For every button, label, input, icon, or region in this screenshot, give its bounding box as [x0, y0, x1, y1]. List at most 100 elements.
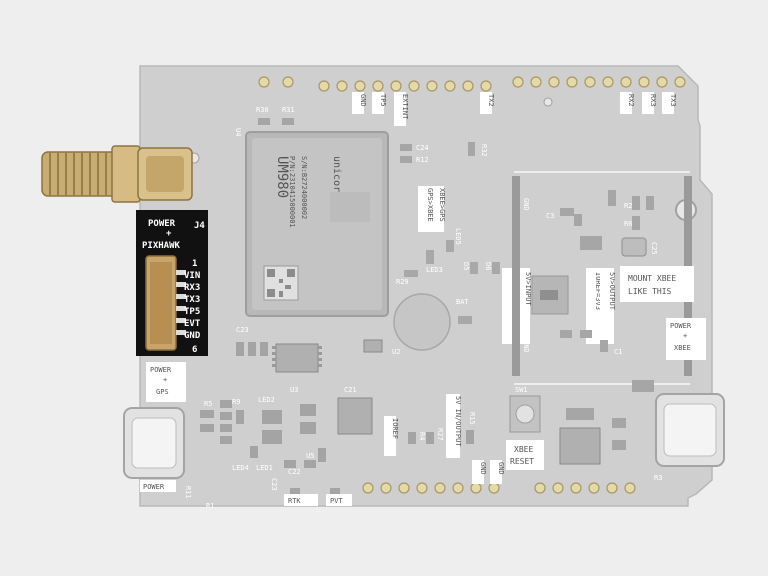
label-tp5-top: TP5	[379, 94, 387, 107]
refdes-d6: D6	[484, 262, 492, 270]
xbee-socket-outline	[514, 171, 690, 385]
pixhawk-title-plus: +	[166, 229, 172, 239]
refdes-u5: C21	[344, 386, 357, 394]
top-header-holes	[258, 76, 686, 92]
refdes-c24: C24	[416, 144, 429, 152]
refdes-r29: R29	[396, 278, 409, 286]
label-5v-input: 5V>INPUT	[524, 272, 532, 307]
refdes-led5: LED5	[454, 228, 462, 245]
refdes-u4: U4	[234, 128, 242, 136]
label-gps-xbee: GPS>XBEE	[426, 188, 434, 222]
refdes-r22: R5	[204, 400, 212, 408]
refdes-led7: R15	[468, 412, 476, 425]
refdes-u2: U3	[290, 386, 298, 394]
power-gps-label-box: POWER + GPS	[146, 362, 186, 402]
ic-u5	[337, 397, 373, 435]
label-tx3: TX3	[669, 94, 677, 107]
refdes-c6: R9	[232, 398, 240, 406]
label-mount-xbee: MOUNT XBEE	[628, 274, 676, 283]
label-power-xbee-3: XBEE	[674, 344, 691, 352]
label-pvt: PVT	[330, 497, 343, 505]
passives-bottom-mid	[408, 430, 474, 444]
pixhawk-ref: J4	[194, 221, 205, 231]
refdes-c2: R2	[624, 202, 632, 210]
refdes-r18: R27	[436, 428, 444, 441]
label-power-bottom: POWER	[143, 483, 165, 491]
label-ioref-bottom: IOREF	[391, 418, 399, 439]
small-components-top	[258, 118, 475, 163]
label-xbee-reset-2: RESET	[510, 457, 534, 466]
label-rtk: RTK	[288, 497, 301, 505]
ic-u1	[363, 339, 383, 353]
ic-u3	[272, 343, 322, 373]
refdes-r30: R30	[256, 106, 269, 114]
label-gnd-xbee: GND	[522, 198, 530, 211]
gnss-module: unicore UM980 P/N:2310415000001 S/N:B272…	[245, 131, 389, 317]
refdes-r24: R3	[654, 474, 662, 482]
label-5v-in-output: 5V IN/OUTPUT	[454, 396, 462, 447]
refdes-r13: U5	[306, 452, 314, 460]
label-gnd-bottom-2: GND	[497, 462, 505, 475]
bottom-header-holes	[362, 482, 636, 494]
mount-xbee-label-box: MOUNT XBEE LIKE THIS	[620, 266, 694, 302]
label-sw1: SW1	[515, 386, 528, 394]
label-power-gps-2: +	[163, 376, 167, 384]
usb-c-connector-left	[123, 407, 185, 479]
label-gnd-top: GND	[359, 94, 367, 107]
label-bat: BAT	[456, 298, 469, 306]
module-brand: unicore	[331, 156, 342, 198]
refdes-led3: LED3	[426, 266, 443, 274]
mounting-hole-top	[543, 97, 553, 107]
label-power-xbee-1: POWER	[670, 322, 692, 330]
refdes-c21: C23	[236, 326, 249, 334]
pixhawk-pin-vin: VIN	[184, 271, 200, 281]
refdes-d5: D5	[462, 262, 470, 270]
refdes-u1: U2	[392, 348, 400, 356]
pixhawk-title-power: POWER	[148, 219, 176, 229]
xbee-header-left	[512, 176, 520, 376]
refdes-r9: LED4	[232, 464, 249, 472]
refdes-r5: R1	[206, 502, 214, 510]
refdes-led4: C23	[270, 478, 278, 491]
refdes-d2: LED1	[256, 464, 273, 472]
pixhawk-pin-tx3: TX3	[184, 295, 200, 305]
refdes-r12: R12	[416, 156, 429, 164]
refdes-c1: C3	[546, 212, 554, 220]
xbee-area-components	[560, 190, 654, 352]
usb-c-connector-right	[655, 393, 725, 467]
refdes-r1: C22	[288, 468, 301, 476]
refdes-r27: R4	[418, 432, 426, 440]
label-gnd-bottom: GND	[479, 462, 487, 475]
label-rx2: RX2	[627, 94, 635, 107]
refdes-c3: R6	[624, 220, 632, 228]
refdes-r15: C1	[614, 348, 622, 356]
ic-lower-right	[559, 380, 654, 465]
xbee-reset-button: SW1 XBEE RESET	[506, 386, 544, 470]
label-gnd-xbee-bottom: GND	[522, 340, 530, 353]
pixhawk-pin-6: 6	[192, 345, 197, 355]
label-rx3: RX3	[649, 94, 657, 107]
pixhawk-pin-tp5: TP5	[184, 307, 200, 317]
pixhawk-pin-1: 1	[192, 259, 197, 269]
top-header-labels: GND TP5 EXTINT TX2 RX2 RX3 TX3	[352, 92, 677, 126]
label-power-gps-3: GPS	[156, 388, 169, 396]
label-xbee-reset-1: XBEE	[514, 445, 533, 454]
module-sn: S/N:B2724000002	[300, 156, 308, 219]
pixhawk-pin-rx3: RX3	[184, 283, 200, 293]
pixhawk-pin-evt: EVT	[184, 319, 201, 329]
module-model: UM980	[274, 156, 290, 198]
pixhawk-connector-highlight: POWER + PIXHAWK J4 1 VIN RX3 TX3 TP5 EVT…	[136, 210, 208, 356]
sma-antenna-connector	[41, 145, 193, 203]
label-tx2: TX2	[487, 94, 495, 107]
refdes-r32: R32	[480, 144, 488, 157]
power-xbee-label-box: POWER + XBEE	[666, 318, 706, 360]
passives-lower-left	[200, 342, 326, 468]
label-5v-output: 5V>OUTPUT	[608, 272, 616, 311]
label-ioref-3v3: IOREF=3V3	[594, 272, 602, 310]
label-xbee-gps: XBEE>GPS	[438, 188, 446, 222]
refdes-r31: R31	[282, 106, 295, 114]
label-power-xbee-2: +	[683, 332, 687, 340]
label-power-gps-1: POWER	[150, 366, 172, 374]
refdes-led2: R11	[184, 486, 192, 499]
